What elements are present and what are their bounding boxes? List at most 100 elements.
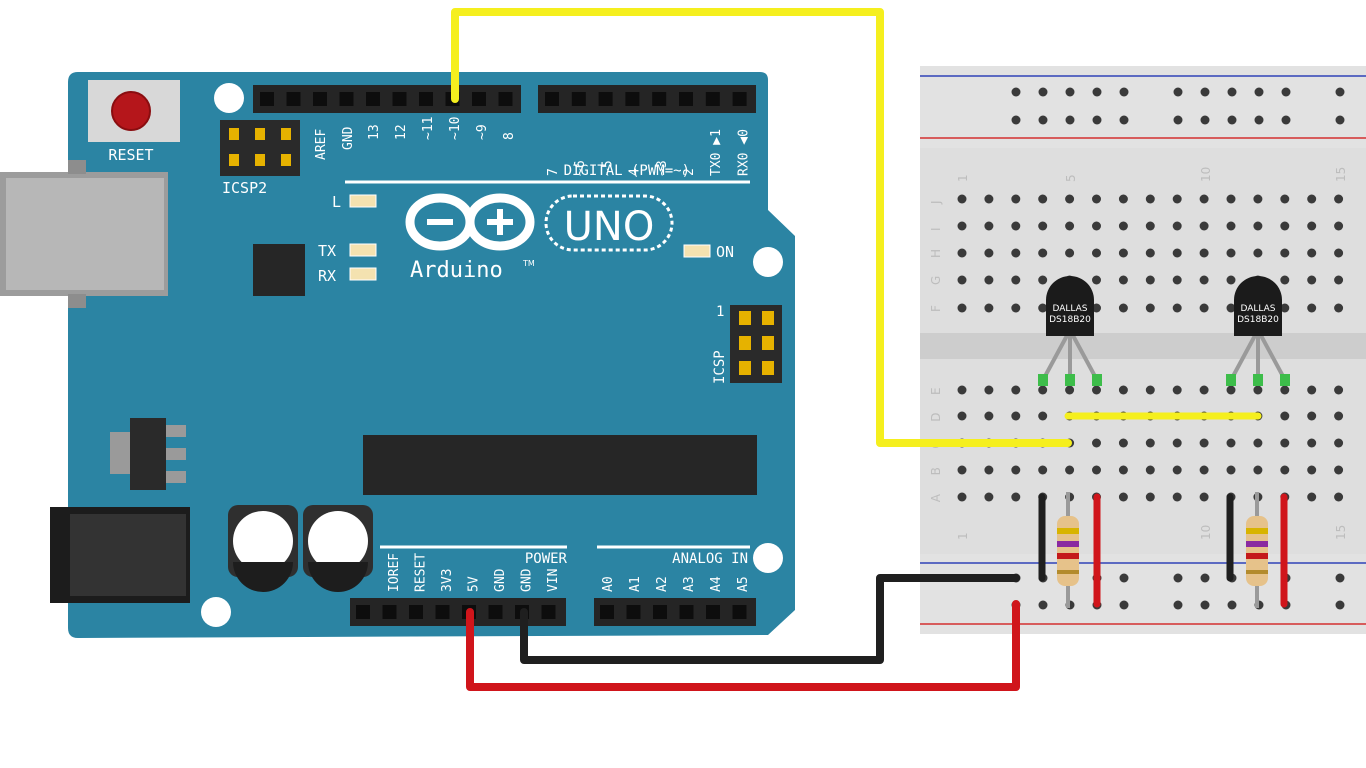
- breadboard-hole: [1199, 221, 1209, 231]
- breadboard-hole: [1011, 385, 1021, 395]
- header-socket: [392, 92, 407, 106]
- breadboard-hole: [984, 492, 994, 502]
- header-socket: [409, 605, 423, 619]
- breadboard-hole: [1065, 248, 1075, 258]
- icsp2-header: [220, 120, 300, 176]
- digital-pin-label: 7: [546, 168, 561, 176]
- icsp-label: ICSP: [712, 350, 728, 384]
- digital-pin-label: ~9: [475, 124, 490, 140]
- digital-pin-label: RX0 ◀0: [736, 129, 751, 176]
- header-socket: [625, 92, 640, 106]
- ds18b20-sensor: DALLAS DS18B20: [1038, 276, 1102, 386]
- breadboard-hole: [1307, 411, 1317, 421]
- digital-label: DIGITAL (PWM=~): [564, 163, 690, 179]
- breadboard-hole: [1145, 438, 1155, 448]
- breadboard-hole: [957, 194, 967, 204]
- breadboard-hole: [1038, 303, 1048, 313]
- breadboard-hole: [1280, 438, 1290, 448]
- breadboard-hole: [1118, 221, 1128, 231]
- digital-pin-label: ~10: [448, 117, 463, 140]
- breadboard-hole: [1065, 385, 1075, 395]
- breadboard-hole: [1307, 221, 1317, 231]
- led-on: [683, 244, 711, 258]
- rail-hole: [1119, 115, 1129, 125]
- power-label: POWER: [525, 551, 568, 567]
- breadboard-hole: [957, 303, 967, 313]
- power-pin-label: 3V3: [440, 569, 455, 592]
- rail-hole: [1281, 87, 1291, 97]
- header-socket: [571, 92, 586, 106]
- usb-connector: [0, 160, 168, 308]
- breadboard-hole: [1334, 275, 1344, 285]
- uno-badge: [544, 194, 674, 252]
- capacitor: [228, 505, 298, 592]
- breadboard-hole: [1011, 194, 1021, 204]
- header-socket: [598, 92, 613, 106]
- led-tx-label: TX: [318, 242, 336, 260]
- digital-pin-label: ~11: [421, 117, 436, 140]
- rail-hole: [1335, 600, 1345, 610]
- breadboard-hole: [1145, 221, 1155, 231]
- analog-pin-label: A4: [709, 576, 724, 592]
- rail-hole: [1173, 87, 1183, 97]
- breadboard-hole: [1280, 303, 1290, 313]
- power-pin-label: VIN: [546, 569, 561, 592]
- analog-label: ANALOG IN: [672, 551, 748, 567]
- breadboard-hole: [984, 385, 994, 395]
- breadboard-hole: [1253, 248, 1263, 258]
- rail-hole: [1335, 87, 1345, 97]
- breadboard-hole: [1145, 194, 1155, 204]
- breadboard-hole: [1145, 275, 1155, 285]
- breadboard-hole: [1334, 411, 1344, 421]
- breadboard-hole: [1038, 221, 1048, 231]
- analog-pin-label: A1: [628, 576, 643, 592]
- digital-pin-label: ~6: [573, 160, 588, 176]
- led-rx: [349, 267, 377, 281]
- arduino-logo: [405, 193, 535, 251]
- header-socket: [382, 605, 397, 619]
- breadboard-hole: [1172, 438, 1182, 448]
- mounting-hole: [753, 543, 783, 573]
- rail-hole: [1200, 600, 1210, 610]
- breadboard-hole: [1307, 465, 1317, 475]
- breadboard-hole: [1334, 465, 1344, 475]
- row-letter: B: [929, 467, 943, 475]
- breadboard-hole: [1092, 303, 1101, 313]
- breadboard-hole: [1253, 221, 1263, 231]
- breadboard-hole: [1334, 385, 1344, 395]
- led-on-label: ON: [716, 243, 734, 261]
- rail-hole: [1038, 115, 1048, 125]
- breadboard-hole: [1280, 221, 1290, 231]
- rail-hole: [1227, 600, 1237, 610]
- breadboard-hole: [1199, 248, 1209, 258]
- dc-power-jack: [50, 507, 190, 603]
- breadboard-hole: [1280, 275, 1290, 285]
- digital-pin-label: 12: [394, 124, 409, 140]
- analog-pin-label: A2: [655, 576, 670, 592]
- breadboard-hole: [1334, 492, 1344, 502]
- breadboard-hole: [1172, 385, 1182, 395]
- capacitor: [303, 505, 373, 592]
- center-channel: [920, 333, 1366, 359]
- breadboard-hole: [1145, 492, 1155, 502]
- breadboard-hole: [1118, 492, 1128, 502]
- breadboard-hole: [1172, 221, 1182, 231]
- rail-hole: [1038, 87, 1048, 97]
- breadboard-hole: [1226, 275, 1236, 285]
- header-socket: [732, 92, 747, 106]
- header-socket: [679, 605, 694, 619]
- power-pin-label: GND: [520, 568, 535, 592]
- icsp2-label: ICSP2: [222, 179, 267, 197]
- breadboard-hole: [1199, 465, 1209, 475]
- breadboard-hole: [957, 248, 967, 258]
- rail-hole: [1173, 573, 1183, 583]
- breadboard-hole: [1280, 194, 1290, 204]
- rail-hole: [1254, 115, 1264, 125]
- breadboard-hole: [1011, 492, 1021, 502]
- breadboard-hole: [1253, 438, 1263, 448]
- reset-button[interactable]: [88, 80, 180, 142]
- breadboard-hole: [957, 221, 967, 231]
- breadboard-hole: [957, 492, 967, 502]
- header-socket: [472, 92, 486, 106]
